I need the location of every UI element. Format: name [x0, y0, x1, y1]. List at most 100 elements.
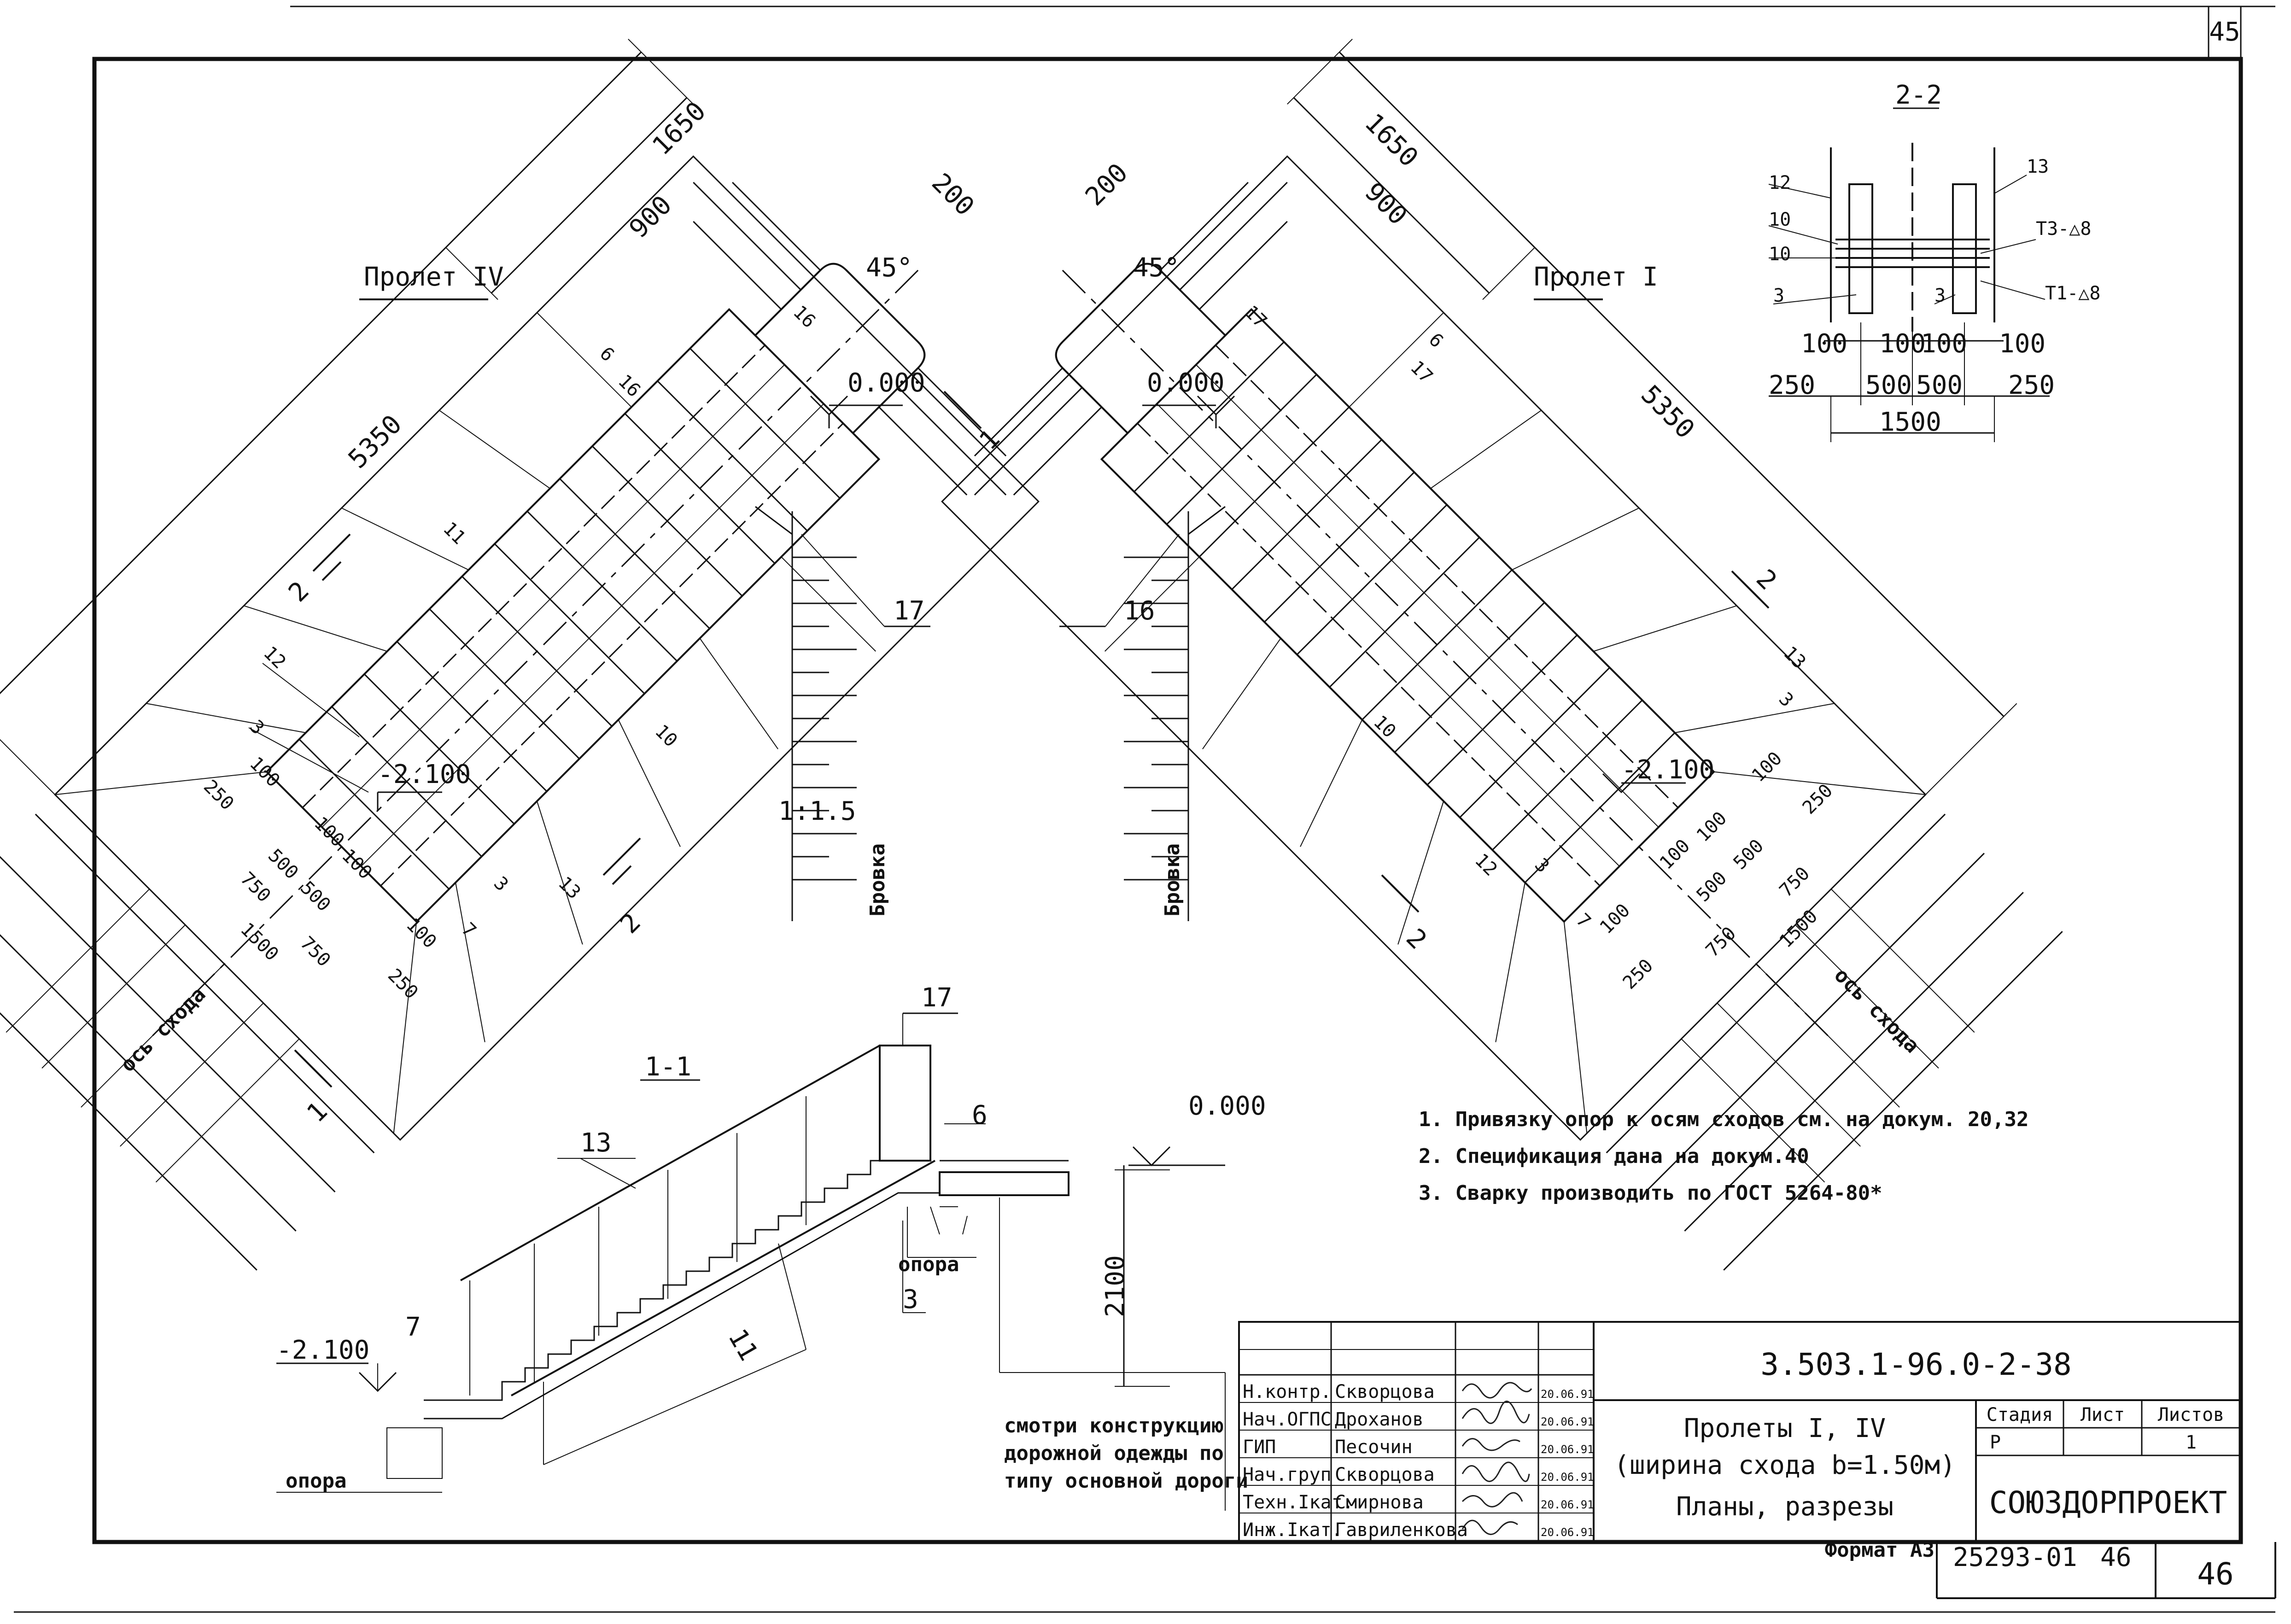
page-number-bottom: 46 — [2197, 1556, 2233, 1592]
plan-left-dim: 100 — [310, 813, 349, 852]
inventory-sheet: 46 — [2100, 1542, 2131, 1572]
plan-left-dim: 100 — [245, 753, 284, 792]
dim-label: 250 — [2008, 370, 2055, 400]
pos-label: 13 — [1779, 643, 1810, 673]
tb-name: Смирнова — [1335, 1492, 1424, 1513]
section-marks-left — [294, 391, 982, 1088]
pos-label: 3 — [903, 1285, 918, 1314]
pos-label: 17 — [921, 983, 952, 1013]
level-mark-left-bottom — [377, 791, 442, 811]
dim-label: 100 — [1879, 329, 1926, 359]
tb-role: Н.контр. — [1243, 1381, 1332, 1402]
slope-ticks-left — [755, 506, 857, 921]
plan-right-dim: 250 — [1619, 955, 1658, 993]
section-2-2-labels: 2-2 12 13 10 10 Т3-△8 Т1-△8 3 3 100 100 … — [1769, 80, 2100, 437]
plan-left-dim: 500 — [264, 845, 303, 884]
pos-label: 13 — [2027, 156, 2049, 177]
plan-left-dim-5350: 5350 — [343, 409, 408, 474]
title-block — [1238, 1321, 2242, 1543]
plan-right-dim-5350: 5350 — [1635, 380, 1700, 444]
plan-right-dim-1650: 1650 — [1359, 108, 1424, 173]
level-label: -2.100 — [276, 1335, 369, 1365]
pos-label: 12 — [259, 643, 290, 673]
tb-date: 20.06.91 — [1541, 1443, 1594, 1456]
height-dimension: 2100 — [1100, 1255, 1130, 1317]
plan-left-section-1b: 1 — [301, 1096, 333, 1128]
pos-label: 10 — [1769, 209, 1791, 230]
pos-label: 3 — [490, 873, 513, 896]
plan-right-dim: 750 — [1702, 923, 1741, 961]
sheet-header: Лист — [2081, 1404, 2125, 1425]
section-1-1-labels: 1-1 17 13 6 11 7 3 0.000 -2.100 2100 опо… — [276, 983, 1266, 1493]
pos-label: 13 — [580, 1128, 611, 1158]
slope-ticks-right — [1124, 506, 1226, 921]
pos-label: 10 — [1769, 244, 1791, 265]
plan-left-dim: 250 — [199, 776, 238, 815]
plan-left-slope: 1:1.5 — [778, 796, 856, 826]
level-mark-left-top — [810, 395, 903, 428]
dim-label: 1500 — [1879, 407, 1941, 437]
pos-label: 3 — [245, 716, 269, 739]
tb-date: 20.06.91 — [1541, 1415, 1594, 1428]
tb-role: Нач.груп — [1243, 1464, 1332, 1485]
plan-right — [941, 39, 2063, 1271]
plan-right-dim: 250 — [1799, 780, 1837, 818]
tb-name: Скворцова — [1335, 1464, 1435, 1485]
plan-right-dim: 500 — [1693, 867, 1731, 906]
plan-right-axis-label: ось схода — [1829, 964, 1924, 1058]
plan-right-dim: 100 — [1748, 748, 1787, 786]
plan-left-section-2b: 2 — [614, 907, 647, 940]
section-1-1-title: 1-1 — [645, 1052, 691, 1082]
pos-label: 16 — [789, 302, 820, 333]
title-line: Планы, разрезы — [1676, 1492, 1894, 1522]
pos-label: 7 — [405, 1312, 421, 1342]
tb-role: Нач.ОГПС — [1243, 1409, 1332, 1430]
plan-right-section-2a: 2 — [1750, 564, 1783, 596]
tb-date: 20.06.91 — [1541, 1471, 1594, 1484]
tb-role: Техн.Iкат. — [1243, 1492, 1354, 1513]
organization: СОЮЗДОРПРОЕКТ — [1989, 1485, 2227, 1520]
plan-left-title: Пролет IV — [364, 262, 503, 292]
dim-label: 100 — [1921, 329, 1967, 359]
pos-label: 3 — [1773, 285, 1784, 306]
tb-role: ГИП — [1243, 1437, 1276, 1458]
plan-right-level-top: 0.000 — [1147, 368, 1225, 398]
sheets-header: Листов — [2158, 1404, 2225, 1425]
road-note-line: дорожной одежды по — [1004, 1442, 1224, 1465]
pos-label: 12 — [1769, 172, 1791, 193]
plan-left-dim: 750 — [296, 933, 335, 971]
title-line: (ширина схода b=1.50м) — [1614, 1450, 1956, 1480]
tb-role: Инж.Iкат. — [1243, 1519, 1343, 1541]
pos-label: 13 — [554, 873, 585, 904]
pos-label: 10 — [651, 721, 682, 752]
pos-label: 3 — [1775, 689, 1798, 712]
pos-label: 16 — [1124, 596, 1155, 626]
general-notes: 1. Привязку опор к осям сходов см. на до… — [1419, 1108, 2029, 1205]
plan-right-dim-200: 200 — [1080, 158, 1134, 211]
plan-right-dim: 100 — [1596, 900, 1635, 938]
weld-label: Т3-△8 — [2036, 218, 2091, 240]
section-2-2 — [1768, 107, 2050, 442]
plan-right-dim: 100 — [1656, 835, 1695, 874]
level-mark-right-top — [1142, 395, 1235, 428]
pos-label: 6 — [1425, 329, 1448, 352]
sheet-frame — [14, 6, 2276, 1613]
dim-label: 500 — [1865, 370, 1912, 400]
tb-date: 20.06.91 — [1541, 1526, 1594, 1539]
section-marks-right — [1381, 570, 1770, 913]
note-line: 2. Спецификация дана на докум.40 — [1419, 1145, 1809, 1168]
plan-left-level-bottom: -2.100 — [378, 759, 471, 789]
plan-right-labels: Пролет I 1650 900 200 45° 5350 0.000 -2.… — [1080, 108, 1924, 1057]
inventory-number: 25293-01 — [1953, 1542, 2077, 1572]
plan-left: Пролет IV — [0, 39, 1040, 1271]
title-line: Пролеты I, IV — [1684, 1414, 1886, 1443]
pos-label: 17 — [1406, 357, 1437, 388]
stair-plan-right — [941, 39, 2063, 1271]
plan-right-brovka: Бровка — [1161, 843, 1184, 917]
plan-right-angle: 45° — [1133, 253, 1180, 283]
plan-left-dim-900: 900 — [624, 190, 678, 244]
road-note-line: смотри конструкцию — [1004, 1414, 1224, 1437]
doc-code: 3.503.1-96.0-2-38 — [1760, 1347, 2072, 1382]
road-note-line: типу основной дороги — [1004, 1469, 1248, 1493]
